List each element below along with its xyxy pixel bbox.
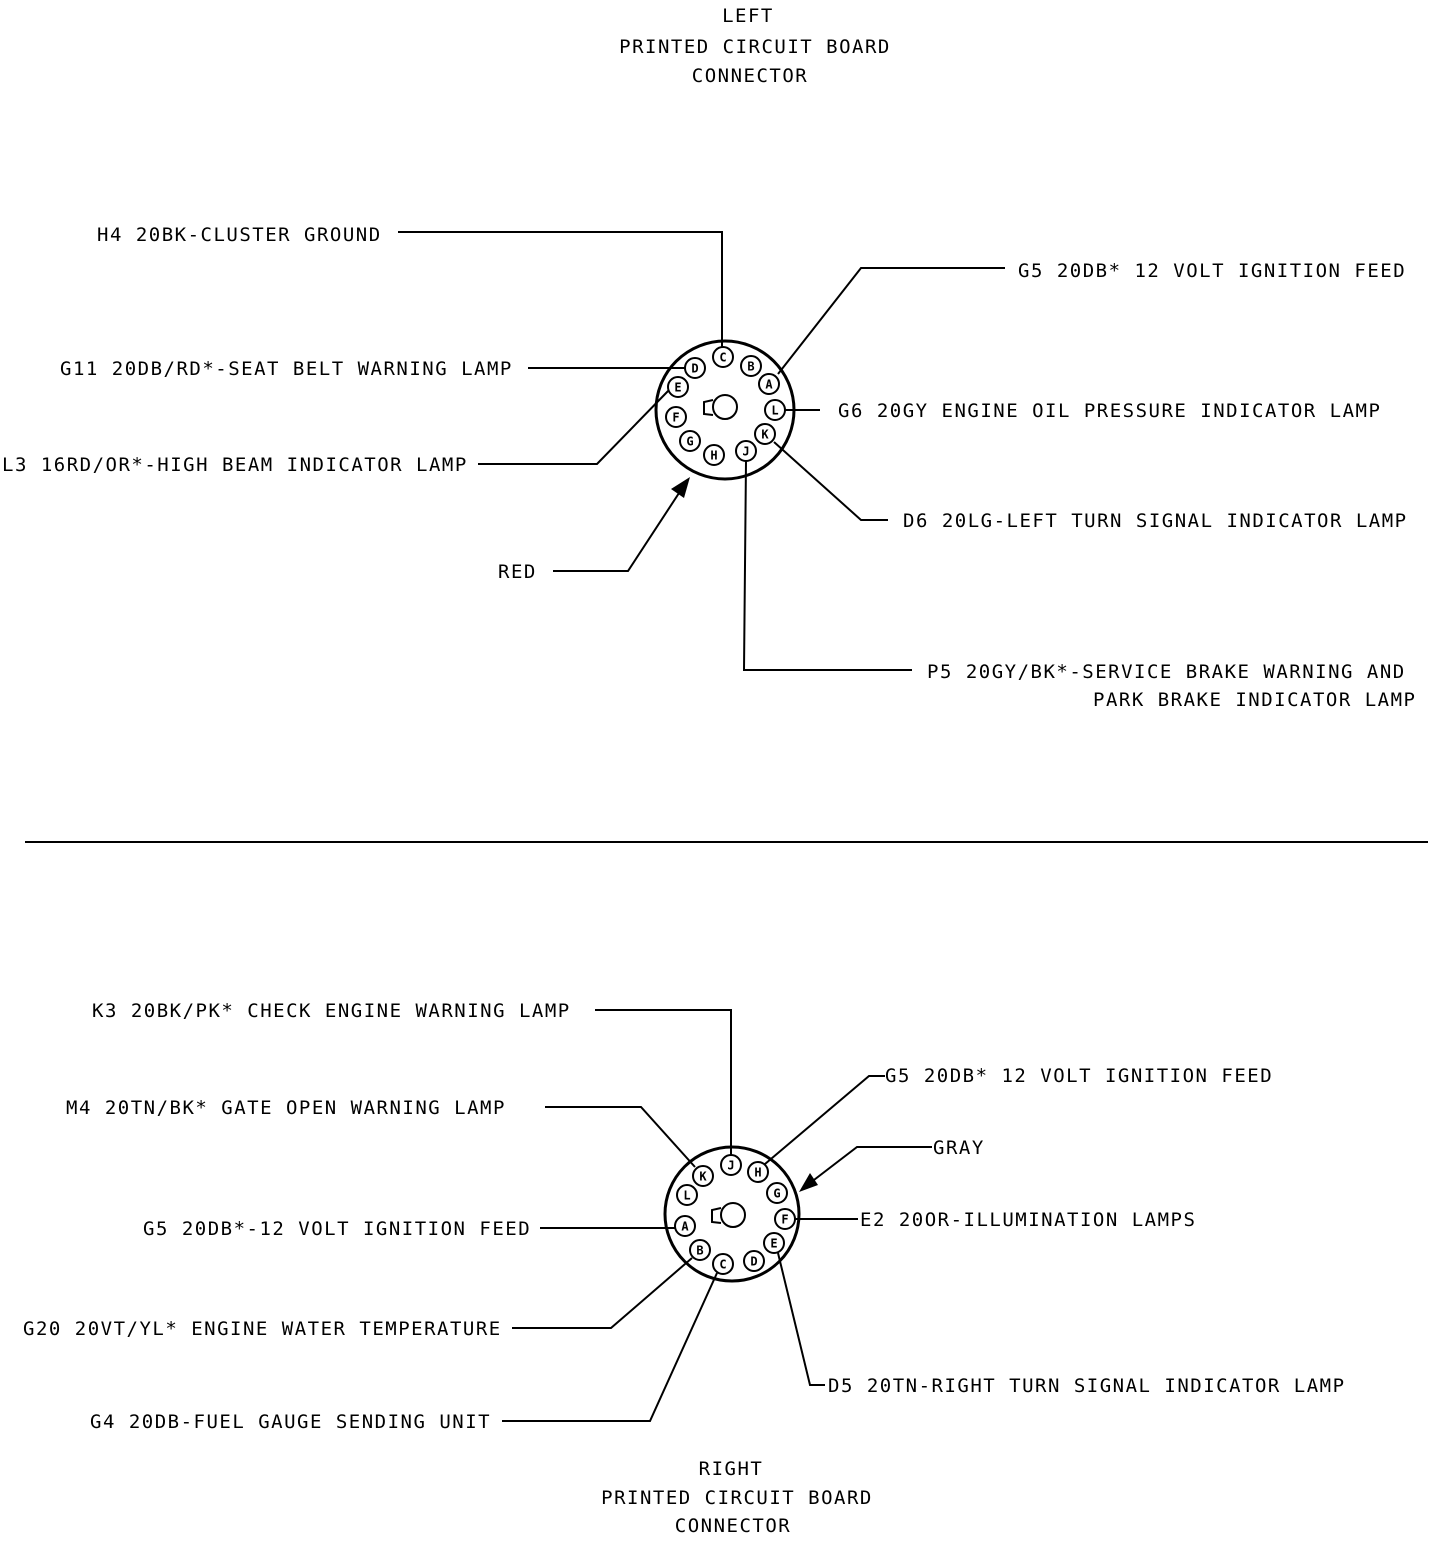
left-title-line-3: CONNECTOR — [692, 65, 808, 87]
right-pin-l: L — [676, 1184, 698, 1206]
left-pin-h: H — [703, 444, 725, 466]
left-label-pin-j-line-2: PARK BRAKE INDICATOR LAMP — [1093, 689, 1416, 711]
left-title-line-1: LEFT — [722, 5, 774, 27]
right-title-line-3: CONNECTOR — [675, 1515, 791, 1537]
left-pin-j: J — [735, 440, 757, 462]
right-pin-k: K — [692, 1165, 714, 1187]
left-label-pin-f: L3 16RD/OR*-HIGH BEAM INDICATOR LAMP — [2, 454, 468, 476]
right-title-line-2: PRINTED CIRCUIT BOARD — [601, 1487, 873, 1509]
left-label-color: RED — [498, 561, 537, 583]
svg-text:H: H — [754, 1166, 761, 1180]
left-pin-d: D — [684, 357, 706, 379]
left-pin-f: F — [665, 406, 687, 428]
left-connector-section: LEFT PRINTED CIRCUIT BOARD CONNECTOR A B… — [2, 5, 1416, 711]
left-label-pin-j-line-1: P5 20GY/BK*-SERVICE BRAKE WARNING AND — [927, 661, 1406, 683]
svg-text:J: J — [727, 1159, 734, 1173]
left-label-pin-a: G5 20DB* 12 VOLT IGNITION FEED — [1018, 260, 1406, 282]
right-pin-g: G — [766, 1182, 788, 1204]
right-leader-j — [595, 1009, 732, 1155]
svg-text:A: A — [681, 1220, 689, 1234]
svg-text:F: F — [672, 411, 679, 425]
svg-text:H: H — [710, 449, 717, 463]
svg-text:G: G — [773, 1187, 780, 1201]
right-leader-c — [502, 1272, 718, 1422]
right-pin-c: C — [712, 1253, 734, 1275]
right-pin-b: B — [689, 1239, 711, 1261]
right-title-line-1: RIGHT — [699, 1458, 764, 1480]
svg-text:G: G — [686, 435, 693, 449]
right-label-pin-h: G5 20DB* 12 VOLT IGNITION FEED — [885, 1065, 1273, 1087]
right-pin-e: E — [763, 1232, 785, 1254]
svg-text:D: D — [691, 362, 698, 376]
svg-text:A: A — [765, 378, 773, 392]
right-leader-b — [512, 1257, 693, 1329]
right-label-pin-a: G5 20DB*-12 VOLT IGNITION FEED — [143, 1218, 531, 1240]
right-pin-j: J — [720, 1154, 742, 1176]
left-pin-b: B — [740, 355, 762, 377]
right-label-pin-e: D5 20TN-RIGHT TURN SIGNAL INDICATOR LAMP — [828, 1375, 1346, 1397]
svg-text:B: B — [747, 360, 754, 374]
left-pin-a: A — [758, 373, 780, 395]
right-leader-e — [777, 1252, 825, 1386]
left-leader-j — [742, 460, 912, 671]
svg-text:J: J — [742, 445, 749, 459]
left-pin-g: G — [679, 430, 701, 452]
svg-text:L: L — [771, 404, 778, 418]
right-leader-k — [545, 1106, 696, 1168]
left-leader-c — [398, 231, 723, 347]
left-label-pin-c: H4 20BK-CLUSTER GROUND — [97, 224, 382, 246]
left-leader-color — [553, 489, 682, 572]
right-leader-color — [809, 1146, 932, 1184]
left-pin-c: C — [712, 346, 734, 368]
svg-text:E: E — [770, 1237, 777, 1251]
svg-text:L: L — [683, 1189, 690, 1203]
left-leader-a — [777, 267, 1005, 375]
right-label-pin-f: E2 20OR-ILLUMINATION LAMPS — [860, 1209, 1196, 1231]
right-label-color: GRAY — [933, 1137, 985, 1159]
left-leader-f — [478, 389, 670, 465]
left-pin-k: K — [754, 423, 776, 445]
svg-text:F: F — [781, 1213, 788, 1227]
right-pin-f: F — [774, 1208, 796, 1230]
left-pin-l: L — [764, 399, 786, 421]
svg-text:E: E — [674, 381, 681, 395]
svg-text:K: K — [699, 1170, 707, 1184]
left-arrowhead — [671, 477, 690, 498]
right-label-pin-b: G20 20VT/YL* ENGINE WATER TEMPERATURE — [23, 1318, 502, 1340]
right-label-pin-k: M4 20TN/BK* GATE OPEN WARNING LAMP — [66, 1097, 506, 1119]
svg-text:B: B — [696, 1244, 703, 1258]
left-label-pin-k: D6 20LG-LEFT TURN SIGNAL INDICATOR LAMP — [903, 510, 1408, 532]
right-arrowhead — [799, 1173, 818, 1192]
right-label-pin-c: G4 20DB-FUEL GAUGE SENDING UNIT — [90, 1411, 491, 1433]
left-connector-key-tab — [703, 399, 714, 416]
right-connector-key — [720, 1202, 746, 1228]
right-pin-d: D — [743, 1250, 765, 1272]
right-leader-h — [764, 1075, 885, 1165]
left-connector-key — [712, 394, 738, 420]
left-label-pin-d: G11 20DB/RD*-SEAT BELT WARNING LAMP — [60, 358, 513, 380]
svg-text:D: D — [750, 1255, 757, 1269]
svg-text:K: K — [761, 428, 769, 442]
right-pin-h: H — [747, 1161, 769, 1183]
right-pin-a: A — [674, 1215, 696, 1237]
right-connector-key-tab — [711, 1207, 722, 1224]
left-title-line-2: PRINTED CIRCUIT BOARD — [619, 36, 891, 58]
left-pin-e: E — [667, 376, 689, 398]
right-connector-section: A B C D E F G H J K L K3 20BK/PK* CHECK … — [23, 1000, 1346, 1537]
right-label-pin-j: K3 20BK/PK* CHECK ENGINE WARNING LAMP — [92, 1000, 571, 1022]
left-label-pin-l: G6 20GY ENGINE OIL PRESSURE INDICATOR LA… — [838, 400, 1381, 422]
svg-text:C: C — [719, 351, 726, 365]
left-leader-k — [773, 441, 888, 521]
svg-text:C: C — [719, 1258, 726, 1272]
